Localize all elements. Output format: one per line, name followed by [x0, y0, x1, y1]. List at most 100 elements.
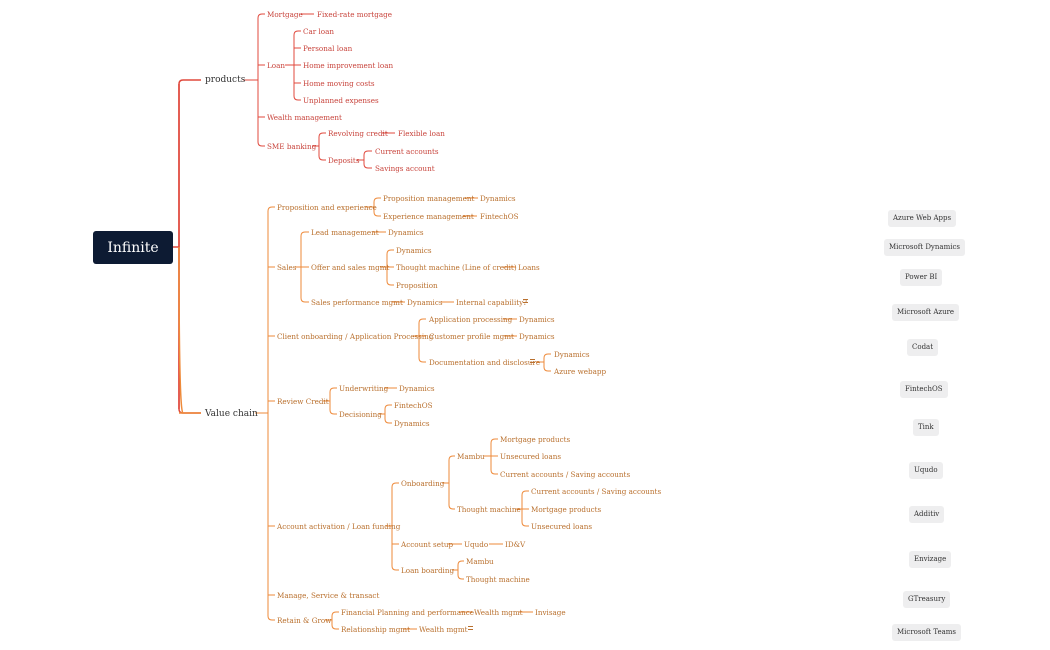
node-sales-performance-mgmt[interactable]: Sales performance mgmt — [311, 298, 403, 307]
node-flexible-loan[interactable]: Flexible loan — [398, 129, 445, 138]
node-fixed-rate-mortgage[interactable]: Fixed-rate mortgage — [317, 10, 392, 19]
node-doc-dynamics[interactable]: Dynamics — [554, 350, 590, 359]
node-invisage[interactable]: Invisage — [535, 608, 566, 617]
node-relationship-mgmt[interactable]: Relationship mgmt — [341, 625, 411, 634]
connector — [178, 247, 184, 414]
node-application-processing[interactable]: Application processing — [429, 315, 513, 324]
node-home-moving-costs[interactable]: Home moving costs — [303, 79, 375, 88]
tool-chip[interactable]: Microsoft Dynamics — [884, 239, 965, 256]
node-thought-machine-loc[interactable]: Thought machine (Line of credit) — [396, 263, 517, 272]
node-dec-dynamics[interactable]: Dynamics — [394, 419, 430, 428]
tool-chip[interactable]: GTreasury — [903, 591, 951, 608]
connector — [521, 521, 529, 527]
node-sme-banking[interactable]: SME banking — [267, 142, 317, 151]
node-offer-dynamics[interactable]: Dynamics — [396, 246, 432, 255]
node-savings-account[interactable]: Savings account — [375, 164, 435, 173]
node-dec-fintechos[interactable]: FintechOS — [394, 401, 433, 410]
tool-chip[interactable]: Tink — [913, 419, 939, 436]
tool-chip[interactable]: Uqudo — [909, 462, 943, 479]
node-personal-loan[interactable]: Personal loan — [303, 44, 353, 53]
connector — [331, 624, 339, 630]
node-financial-planning[interactable]: Financial Planning and performance — [341, 608, 475, 617]
node-underwriting[interactable]: Underwriting — [339, 384, 389, 393]
note-icon[interactable] — [523, 299, 528, 305]
node-tm-mortgage-products[interactable]: Mortgage products — [531, 505, 602, 514]
node-deposits[interactable]: Deposits — [328, 156, 360, 165]
note-icon[interactable] — [468, 626, 473, 632]
node-account-setup[interactable]: Account setup — [401, 540, 454, 549]
node-revolving-credit[interactable]: Revolving credit — [328, 129, 388, 138]
node-lb-thought-machine[interactable]: Thought machine — [466, 575, 530, 584]
connector — [457, 574, 464, 580]
node-wealth-management[interactable]: Wealth management — [267, 113, 342, 122]
connector — [318, 155, 326, 161]
node-lead-management[interactable]: Lead management — [311, 228, 379, 237]
node-experience-management[interactable]: Experience management — [383, 212, 474, 221]
node-perf-dynamics[interactable]: Dynamics — [407, 298, 443, 307]
note-icon[interactable] — [530, 359, 535, 365]
tool-chip[interactable]: Azure Web Apps — [888, 210, 957, 227]
node-idv[interactable]: ID&V — [505, 540, 526, 549]
connector — [543, 366, 551, 372]
root-node[interactable]: Infinite — [93, 231, 173, 264]
node-mambu-mortgage-products[interactable]: Mortgage products — [500, 435, 571, 444]
node-lb-mambu[interactable]: Mambu — [466, 557, 494, 566]
node-loan-boarding[interactable]: Loan boarding — [401, 566, 455, 575]
node-proposition-management[interactable]: Proposition management — [383, 194, 475, 203]
tool-chip[interactable]: FintechOS — [900, 381, 948, 398]
connector — [257, 13, 265, 19]
node-retain-grow[interactable]: Retain & Grow — [277, 616, 332, 625]
node-lead-dynamics[interactable]: Dynamics — [388, 228, 424, 237]
node-unplanned-expenses[interactable]: Unplanned expenses — [303, 96, 379, 105]
connector — [329, 387, 337, 393]
node-pm-dynamics[interactable]: Dynamics — [480, 194, 516, 203]
node-proposition-experience[interactable]: Proposition and experience — [277, 203, 377, 212]
node-decisioning[interactable]: Decisioning — [339, 410, 382, 419]
node-tm-unsecured-loans[interactable]: Unsecured loans — [531, 522, 593, 531]
node-offer-sales-mgmt[interactable]: Offer and sales mgmt — [311, 263, 390, 272]
tool-chip[interactable]: Codat — [907, 339, 939, 356]
node-account-activation[interactable]: Account activation / Loan funding — [277, 522, 401, 531]
node-customer-profile-mgmt[interactable]: Customer profile mgmt — [429, 332, 514, 341]
node-home-improvement-loan[interactable]: Home improvement loan — [303, 61, 394, 70]
branch-products[interactable]: products — [205, 75, 246, 85]
node-mambu-unsecured-loans[interactable]: Unsecured loans — [500, 452, 562, 461]
node-cp-dynamics[interactable]: Dynamics — [519, 332, 555, 341]
node-loans[interactable]: Loans — [518, 263, 540, 272]
tool-chip[interactable]: Microsoft Azure — [892, 304, 960, 321]
node-sales[interactable]: Sales — [277, 263, 297, 272]
node-documentation-disclosure[interactable]: Documentation and disclosure — [429, 358, 541, 367]
connector — [267, 615, 275, 621]
node-em-fintechos[interactable]: FintechOS — [480, 212, 519, 221]
node-mambu[interactable]: Mambu — [457, 452, 485, 461]
node-car-loan[interactable]: Car loan — [303, 27, 335, 36]
tool-chip[interactable]: Envizage — [909, 551, 952, 568]
connector — [391, 565, 399, 571]
node-mortgage[interactable]: Mortgage — [267, 10, 303, 19]
tool-chip[interactable]: Additiv — [909, 506, 945, 523]
node-azure-webapp[interactable]: Azure webapp — [554, 367, 607, 376]
connector — [457, 560, 464, 566]
node-review-credit[interactable]: Review Credit — [277, 397, 329, 406]
node-proposition[interactable]: Proposition — [396, 281, 438, 290]
node-internal-capability[interactable]: Internal capability? — [456, 298, 528, 307]
node-loan[interactable]: Loan — [267, 61, 286, 70]
node-tm-current-saving[interactable]: Current accounts / Saving accounts — [531, 487, 662, 496]
node-current-accounts[interactable]: Current accounts — [375, 147, 439, 156]
node-ap-dynamics[interactable]: Dynamics — [519, 315, 555, 324]
node-uw-dynamics[interactable]: Dynamics — [399, 384, 435, 393]
node-thought-machine[interactable]: Thought machine — [457, 505, 521, 514]
node-uqudo[interactable]: Uqudo — [464, 540, 489, 549]
tool-chip[interactable]: Power BI — [900, 269, 943, 286]
node-client-onboarding[interactable]: Client onboarding / Application Processi… — [277, 332, 434, 341]
branch-value-chain[interactable]: Value chain — [205, 409, 258, 419]
connector — [490, 438, 498, 444]
tool-chip[interactable]: Microsoft Teams — [892, 624, 961, 641]
node-fp-wealth-mgmt[interactable]: Wealth mgmt — [474, 608, 523, 617]
node-onboarding[interactable]: Onboarding — [401, 479, 445, 488]
node-mambu-current-saving[interactable]: Current accounts / Saving accounts — [500, 470, 631, 479]
node-manage-service-transact[interactable]: Manage, Service & transact — [277, 591, 380, 600]
node-rel-wealth-mgmt[interactable]: Wealth mgmt — [419, 625, 468, 634]
connector — [386, 249, 394, 255]
